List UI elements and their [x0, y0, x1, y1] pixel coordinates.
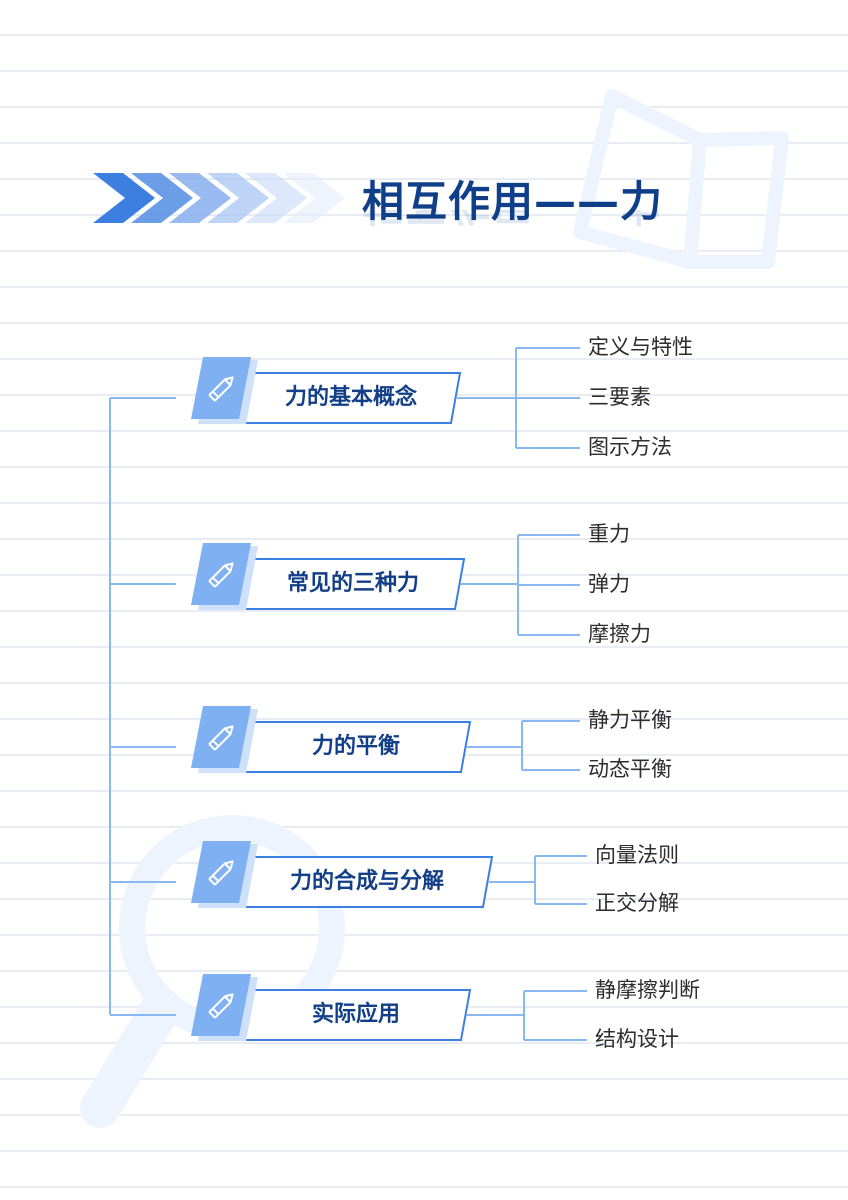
pencil-icon [208, 860, 234, 886]
topic-label: 实际应用 [311, 1002, 400, 1027]
pencil-icon [208, 562, 234, 588]
leaf-label: 结构设计 [595, 1027, 679, 1051]
topic-node [110, 841, 587, 908]
badge [191, 543, 251, 605]
page-title: 相互作用——力 [362, 177, 664, 226]
leaf-label: 图示方法 [588, 435, 672, 459]
topic-node [110, 706, 580, 773]
open-book-icon [573, 89, 789, 269]
topic-label: 力的平衡 [311, 734, 400, 759]
leaf-label: 正交分解 [595, 891, 679, 915]
leaf-label: 静力平衡 [588, 708, 672, 732]
badge [191, 974, 251, 1036]
leaf-label: 摩擦力 [588, 622, 651, 646]
topic-node [110, 974, 587, 1041]
leaf-label: 向量法则 [595, 843, 679, 867]
leaf-label: 静摩擦判断 [595, 978, 700, 1002]
leaf-label: 定义与特性 [588, 335, 693, 359]
badge [191, 706, 251, 768]
badge [191, 841, 251, 903]
pencil-icon [208, 725, 234, 751]
leaf-label: 重力 [588, 522, 630, 546]
topic-label: 常见的三种力 [286, 571, 419, 596]
badge [191, 357, 251, 419]
chevron-arrows-icon [93, 173, 345, 223]
leaf-label: 弹力 [588, 572, 630, 596]
leaf-label: 三要素 [588, 385, 651, 409]
leaf-label: 动态平衡 [588, 757, 672, 781]
topic-node [110, 534, 580, 636]
topic-node [110, 347, 580, 449]
topic-label: 力的基本概念 [284, 385, 417, 410]
topic-label: 力的合成与分解 [289, 869, 444, 894]
pencil-icon [208, 993, 234, 1019]
pencil-icon [208, 376, 234, 402]
